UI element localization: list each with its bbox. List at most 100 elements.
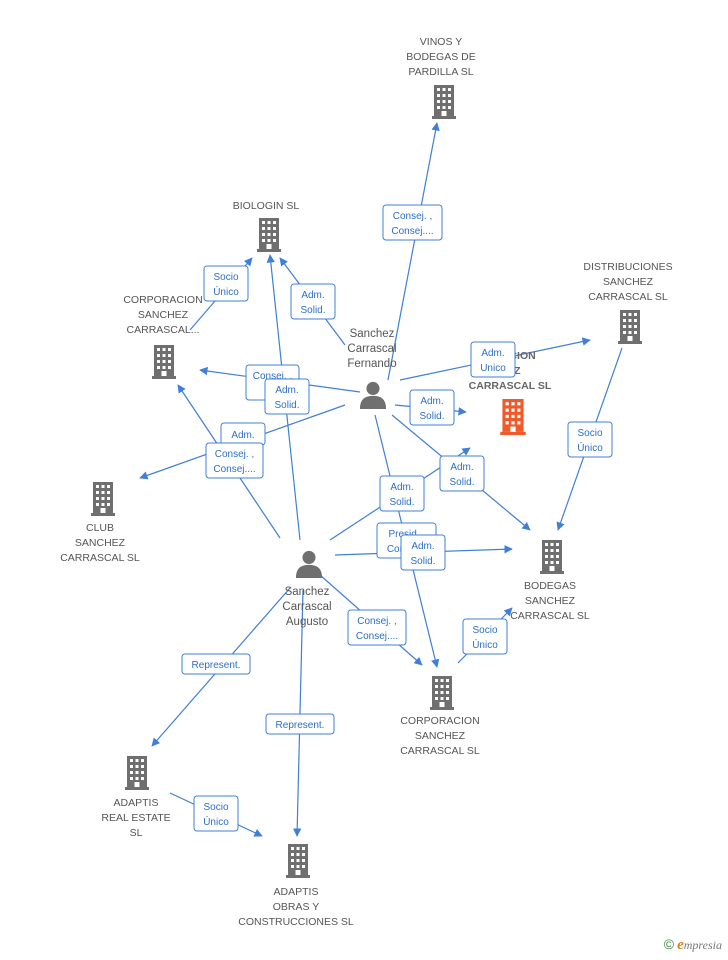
- edge-label[interactable]: Socio Único: [462, 618, 508, 655]
- edge-label-text: Consej....: [356, 631, 398, 642]
- edge-label[interactable]: Socio Único: [193, 795, 239, 832]
- edge-label[interactable]: Adm. Solid.: [264, 378, 310, 415]
- edge-labels: Consej. , Consej.... Adm. Solid. Socio Ú…: [181, 204, 613, 832]
- brand-initial: e: [677, 937, 684, 953]
- edge-label-text: Socio: [203, 802, 228, 813]
- person-icon: [295, 550, 323, 578]
- edge-label-text: Solid.: [410, 556, 435, 567]
- edge-label[interactable]: Adm. Solid.: [409, 389, 455, 426]
- edge-label[interactable]: Represent.: [265, 713, 335, 735]
- node-label: CORPORACION: [123, 294, 202, 306]
- building-icon: [257, 218, 281, 252]
- edge-label[interactable]: Adm. Solid.: [439, 455, 485, 492]
- company-node-club[interactable]: CLUB SANCHEZ CARRASCAL SL: [60, 482, 140, 564]
- node-label: SANCHEZ: [603, 276, 654, 288]
- building-icon: [125, 756, 149, 790]
- edge-label-text: Adm.: [450, 462, 473, 473]
- footer-brand: ©empresia: [664, 936, 722, 954]
- building-icon: [432, 85, 456, 119]
- edge-label-text: Adm.: [411, 541, 434, 552]
- node-label: Augusto: [286, 616, 328, 628]
- edge-label-text: Adm.: [301, 290, 324, 301]
- edge-label-text: Solid.: [300, 305, 325, 316]
- node-label: BIOLOGIN SL: [233, 200, 300, 212]
- node-label: ADAPTIS: [114, 797, 159, 809]
- company-node-biologin[interactable]: BIOLOGIN SL: [233, 200, 300, 252]
- edge-label-text: Consej....: [391, 226, 433, 237]
- edge-label-text: Unico: [480, 363, 506, 374]
- nodes: VINOS Y BODEGAS DE PARDILLA SL BIOLOGIN …: [60, 36, 672, 928]
- edge-label-text: Consej. ,: [215, 449, 254, 460]
- edge-label-text: Adm.: [420, 396, 443, 407]
- company-node-corporacion-truncated[interactable]: CORPORACION SANCHEZ CARRASCAL...: [123, 294, 203, 379]
- node-label: REAL ESTATE: [101, 812, 170, 824]
- building-icon: [618, 310, 642, 344]
- edge-label-text: Adm.: [275, 385, 298, 396]
- node-label: BODEGAS: [524, 580, 576, 592]
- node-label: Sanchez: [285, 586, 330, 598]
- building-icon: [91, 482, 115, 516]
- company-node-adaptis-real-estate[interactable]: ADAPTIS REAL ESTATE SL: [101, 756, 171, 839]
- node-label: SANCHEZ: [138, 309, 189, 321]
- person-icon: [359, 381, 387, 409]
- edge-label-text: Socio: [577, 428, 602, 439]
- edge-label[interactable]: Consej. , Consej....: [382, 204, 443, 241]
- edge-label-text: Socio: [213, 272, 238, 283]
- edge-label[interactable]: Adm. Solid.: [290, 283, 336, 320]
- company-node-corporacion-full[interactable]: CORPORACION SANCHEZ CARRASCAL SL: [400, 676, 480, 757]
- edge-label-text: Único: [577, 441, 603, 454]
- company-node-distribuciones[interactable]: DISTRIBUCIONES SANCHEZ CARRASCAL SL: [583, 261, 673, 344]
- node-label: CLUB: [86, 522, 114, 534]
- edge-label-text: Represent.: [192, 660, 241, 671]
- company-node-adaptis-obras[interactable]: ADAPTIS OBRAS Y CONSTRUCCIONES SL: [238, 844, 354, 928]
- edge-label[interactable]: Socio Único: [203, 265, 249, 302]
- edge-label-text: Consej. ,: [393, 211, 432, 222]
- edge-label[interactable]: Consej. , Consej....: [347, 609, 407, 646]
- brand-logo: empresia: [677, 937, 722, 953]
- building-icon: [500, 399, 526, 435]
- edge-label[interactable]: Represent.: [181, 653, 251, 675]
- edge-label-text: Único: [203, 815, 229, 828]
- node-label: SANCHEZ: [415, 730, 466, 742]
- edge-label-text: Adm.: [231, 430, 254, 441]
- edge-label[interactable]: Consej. , Consej....: [205, 442, 264, 479]
- node-label: SANCHEZ: [75, 537, 126, 549]
- copyright-icon: ©: [663, 936, 675, 952]
- company-node-bodegas[interactable]: BODEGAS SANCHEZ CARRASCAL SL: [510, 540, 590, 622]
- node-label: CARRASCAL SL: [510, 610, 590, 622]
- building-icon: [286, 844, 310, 878]
- node-label: CARRASCAL SL: [60, 552, 140, 564]
- node-label: PARDILLA SL: [408, 66, 473, 78]
- edge-label-text: Único: [472, 638, 498, 651]
- edge-label[interactable]: Adm. Solid.: [379, 475, 425, 512]
- edge-label[interactable]: Socio Único: [567, 421, 613, 458]
- edge-label[interactable]: Adm. Solid.: [400, 534, 446, 571]
- edge-label-text: Solid.: [274, 400, 299, 411]
- person-node-augusto[interactable]: Sanchez Carrascal Augusto: [282, 550, 332, 628]
- node-label: CARRASCAL SL: [469, 380, 552, 392]
- person-node-fernando[interactable]: Sanchez Carrascal Fernando: [347, 328, 397, 409]
- edge-line: [292, 589, 304, 837]
- node-label: SANCHEZ: [525, 595, 576, 607]
- edge-label-text: Solid.: [449, 477, 474, 488]
- company-node-vinos[interactable]: VINOS Y BODEGAS DE PARDILLA SL: [406, 36, 476, 119]
- edge-label-text: Consej....: [213, 464, 255, 475]
- node-label: VINOS Y: [420, 36, 462, 48]
- edge-line: [387, 122, 440, 381]
- edge-label-text: Con: [387, 544, 405, 555]
- edge-label[interactable]: Adm.: [220, 422, 266, 446]
- node-label: OBRAS Y: [273, 901, 320, 913]
- node-label: Sanchez: [350, 328, 395, 340]
- node-label: ADAPTIS: [274, 886, 319, 898]
- edge-label-text: Único: [213, 285, 239, 298]
- building-icon: [152, 345, 176, 379]
- node-label: Carrascal: [347, 343, 396, 355]
- node-label: BODEGAS DE: [406, 51, 475, 63]
- edge-label[interactable]: Adm. Unico: [470, 341, 516, 378]
- building-icon: [540, 540, 564, 574]
- node-label: CARRASCAL...: [127, 324, 200, 336]
- edge-label-text: Socio: [472, 625, 497, 636]
- node-label: SL: [130, 827, 143, 839]
- node-label: DISTRIBUCIONES: [583, 261, 672, 273]
